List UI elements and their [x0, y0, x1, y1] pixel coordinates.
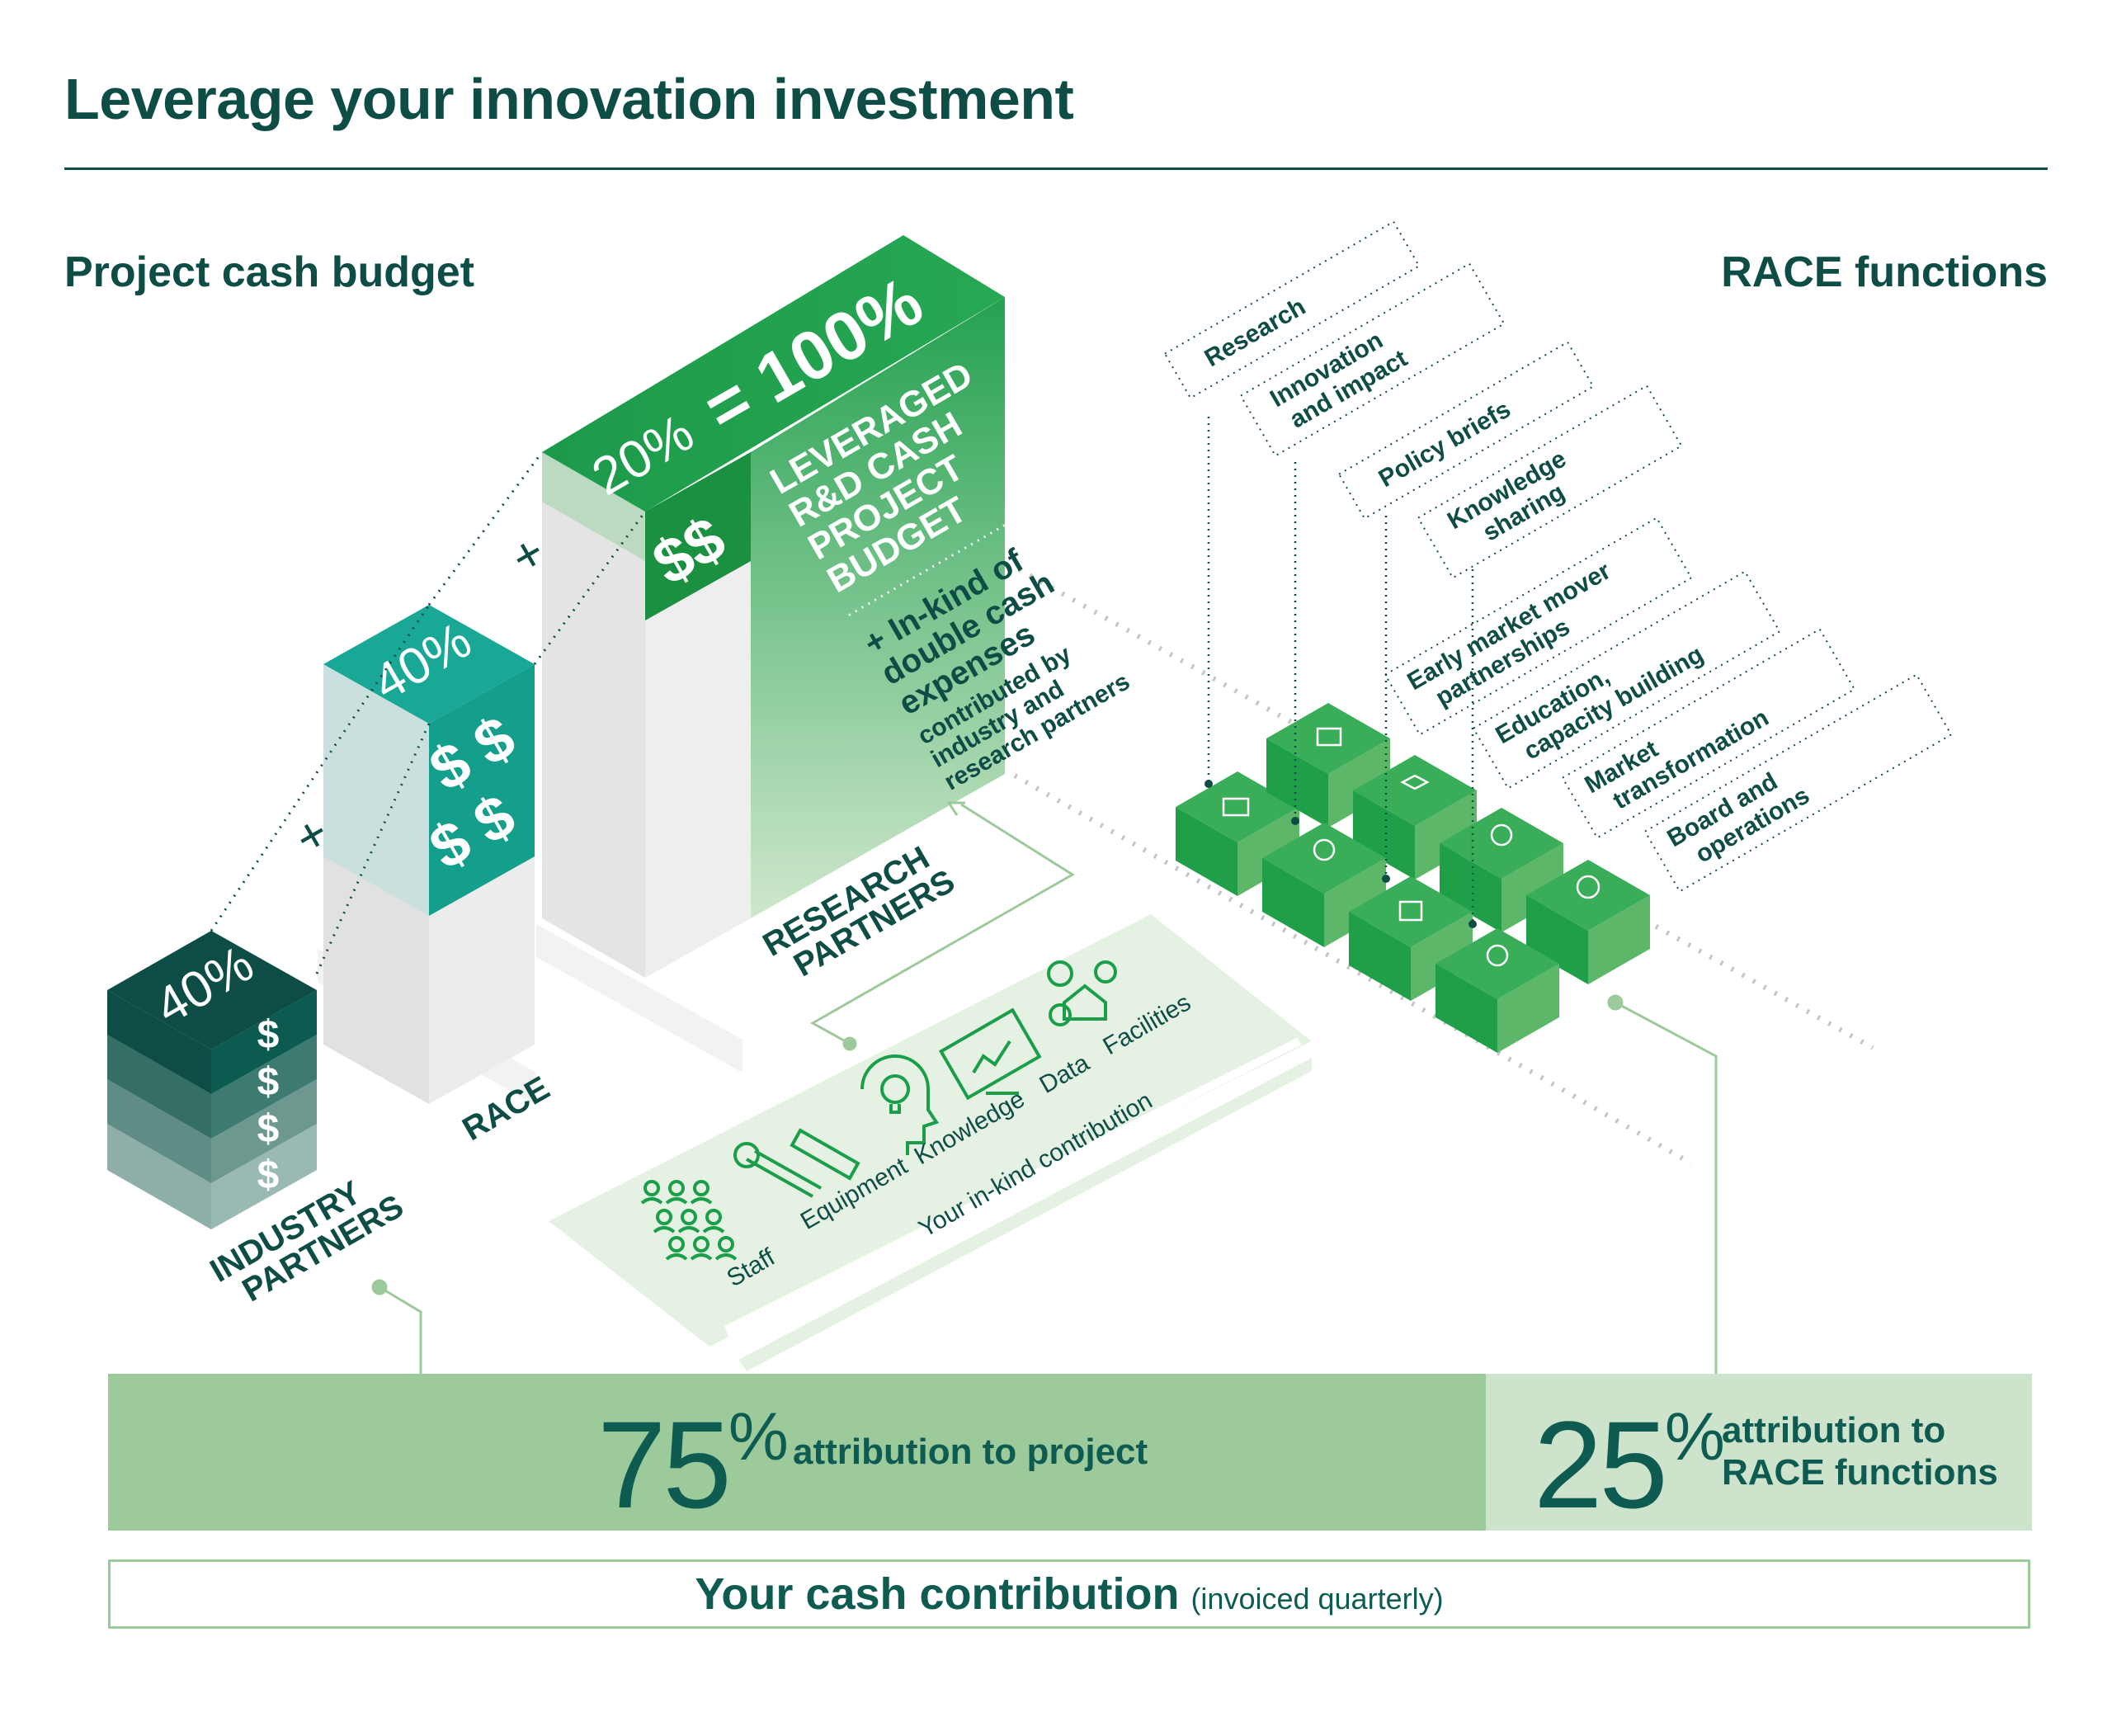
- research-column: 20% = 100% $$ LEVERAGED R&D CASH PROJECT…: [542, 235, 1134, 978]
- attribution-project-percent: 75%: [597, 1403, 789, 1526]
- leveraged-divider: [848, 502, 1043, 616]
- clipboard-icon: [1398, 900, 1423, 922]
- cube-board: [1526, 860, 1650, 984]
- cash-contribution-note: (invoiced quarterly): [1190, 1582, 1444, 1616]
- function-leader-lines: [1207, 417, 1474, 924]
- industry-dollar-1: $: [257, 1013, 280, 1057]
- race-column: 40% $ $ $ $: [323, 605, 535, 1104]
- inkind-connector: [809, 801, 1075, 1051]
- inkind-platform: [549, 914, 1312, 1371]
- industry-dollar-4: $: [257, 1153, 280, 1197]
- facility-icon: [1047, 960, 1117, 1026]
- staff-icon: [640, 1180, 738, 1261]
- column-connectors: [210, 451, 647, 974]
- industry-dollar-2: $: [257, 1060, 280, 1104]
- attribution-race-number: 25: [1534, 1395, 1668, 1534]
- bar-connectors: [371, 994, 1718, 1374]
- attribution-project-sign: %: [728, 1399, 789, 1474]
- race-function-cubes: [1176, 703, 1650, 1053]
- race-function-research: Research: [1200, 293, 1310, 372]
- industry-dollar-3: $: [257, 1107, 280, 1151]
- project-cash-budget-heading: Project cash budget: [64, 248, 474, 296]
- cube-knowledge: [1262, 823, 1386, 947]
- brain-head-icon: [1486, 944, 1509, 967]
- cash-contribution-box: Your cash contribution (invoiced quarter…: [108, 1559, 2030, 1629]
- leader-dots: [1204, 780, 1477, 928]
- cube-innovation: [1266, 703, 1390, 828]
- attribution-project-label: attribution to project: [793, 1432, 1148, 1472]
- attribution-race-label-line-2: RACE functions: [1722, 1451, 1998, 1493]
- cube-education: [1440, 808, 1563, 932]
- monitor-chart-icon: [938, 1007, 1042, 1101]
- tools-icon: [733, 1128, 860, 1198]
- attribution-project-number: 75: [597, 1395, 732, 1534]
- attribution-race-sign: %: [1664, 1399, 1725, 1474]
- title-divider: [64, 167, 2048, 170]
- cash-contribution-label: Your cash contribution: [695, 1569, 1180, 1619]
- graduation-cap-icon: [1400, 774, 1430, 790]
- page-title: Leverage your innovation investment: [64, 67, 1074, 131]
- cube-market: [1349, 876, 1473, 1001]
- attribution-race-bar: 25% attribution to RACE functions: [1486, 1374, 2032, 1531]
- attribution-race-percent: 25%: [1534, 1403, 1725, 1526]
- attribution-race-label: attribution to RACE functions: [1722, 1410, 1998, 1493]
- inkind-icons: [640, 960, 1117, 1261]
- gears-icon: [1490, 823, 1513, 847]
- industry-column: 40% $ $ $ $: [107, 931, 317, 1229]
- label-knowledge: Knowledge sharing: [1417, 384, 1683, 579]
- cube-policy: [1353, 755, 1477, 880]
- gear-head-icon: [1313, 838, 1336, 861]
- cube-icons: [1222, 727, 1600, 967]
- document-icon: [1222, 797, 1250, 817]
- idea-head-icon: [860, 1054, 940, 1155]
- attribution-project-bar: 75% attribution to project: [108, 1374, 1486, 1531]
- race-functions-heading: RACE functions: [1721, 248, 2048, 296]
- cube-partnerships: [1436, 928, 1559, 1053]
- handshake-icon: [1316, 727, 1342, 747]
- network-icon: [1576, 875, 1600, 899]
- perspective-guides: [1013, 567, 1874, 1166]
- attribution-race-label-line-1: attribution to: [1722, 1410, 1946, 1451]
